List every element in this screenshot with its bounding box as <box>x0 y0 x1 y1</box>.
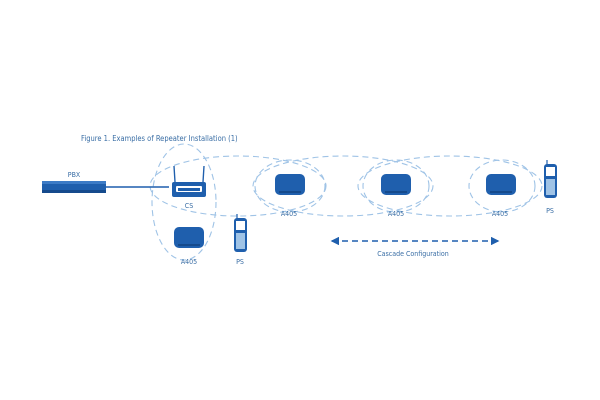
repeater-chain-3-label: A405 <box>492 210 508 218</box>
repeater-single-label: A405 <box>181 258 197 266</box>
repeater-1-coverage-zone <box>254 159 326 213</box>
pbx-unit <box>42 181 106 193</box>
pbx-label: PBX <box>68 171 81 179</box>
repeater-chain-2-icon <box>381 174 411 195</box>
handset-icon <box>234 214 247 252</box>
figure-title: Figure 1. Examples of Repeater Installat… <box>81 134 238 143</box>
coverage-zones <box>149 143 543 261</box>
cs-label: CS <box>185 202 193 210</box>
repeater-chain-1-label: A405 <box>281 210 297 218</box>
repeater-2-coverage-zone <box>362 159 430 213</box>
handset-icon <box>544 160 557 198</box>
cs-coverage-zone <box>151 143 217 261</box>
cs-base-station-icon <box>172 165 206 197</box>
repeater-2-3-link-zone <box>357 155 543 217</box>
cs-repeater-1-link-zone <box>149 155 327 217</box>
ps-label-1: PS <box>236 258 244 266</box>
repeater-chain-2-label: A405 <box>388 210 404 218</box>
repeater-single-icon <box>174 227 204 248</box>
repeater-3-coverage-zone <box>468 159 536 213</box>
cascade-label: Cascade Configuration <box>377 250 448 258</box>
ps-label-2: PS <box>546 207 554 215</box>
repeater-chain-1-icon <box>275 174 305 195</box>
repeater-1-2-link-zone <box>252 155 434 217</box>
repeater-chain-3-icon <box>486 174 516 195</box>
